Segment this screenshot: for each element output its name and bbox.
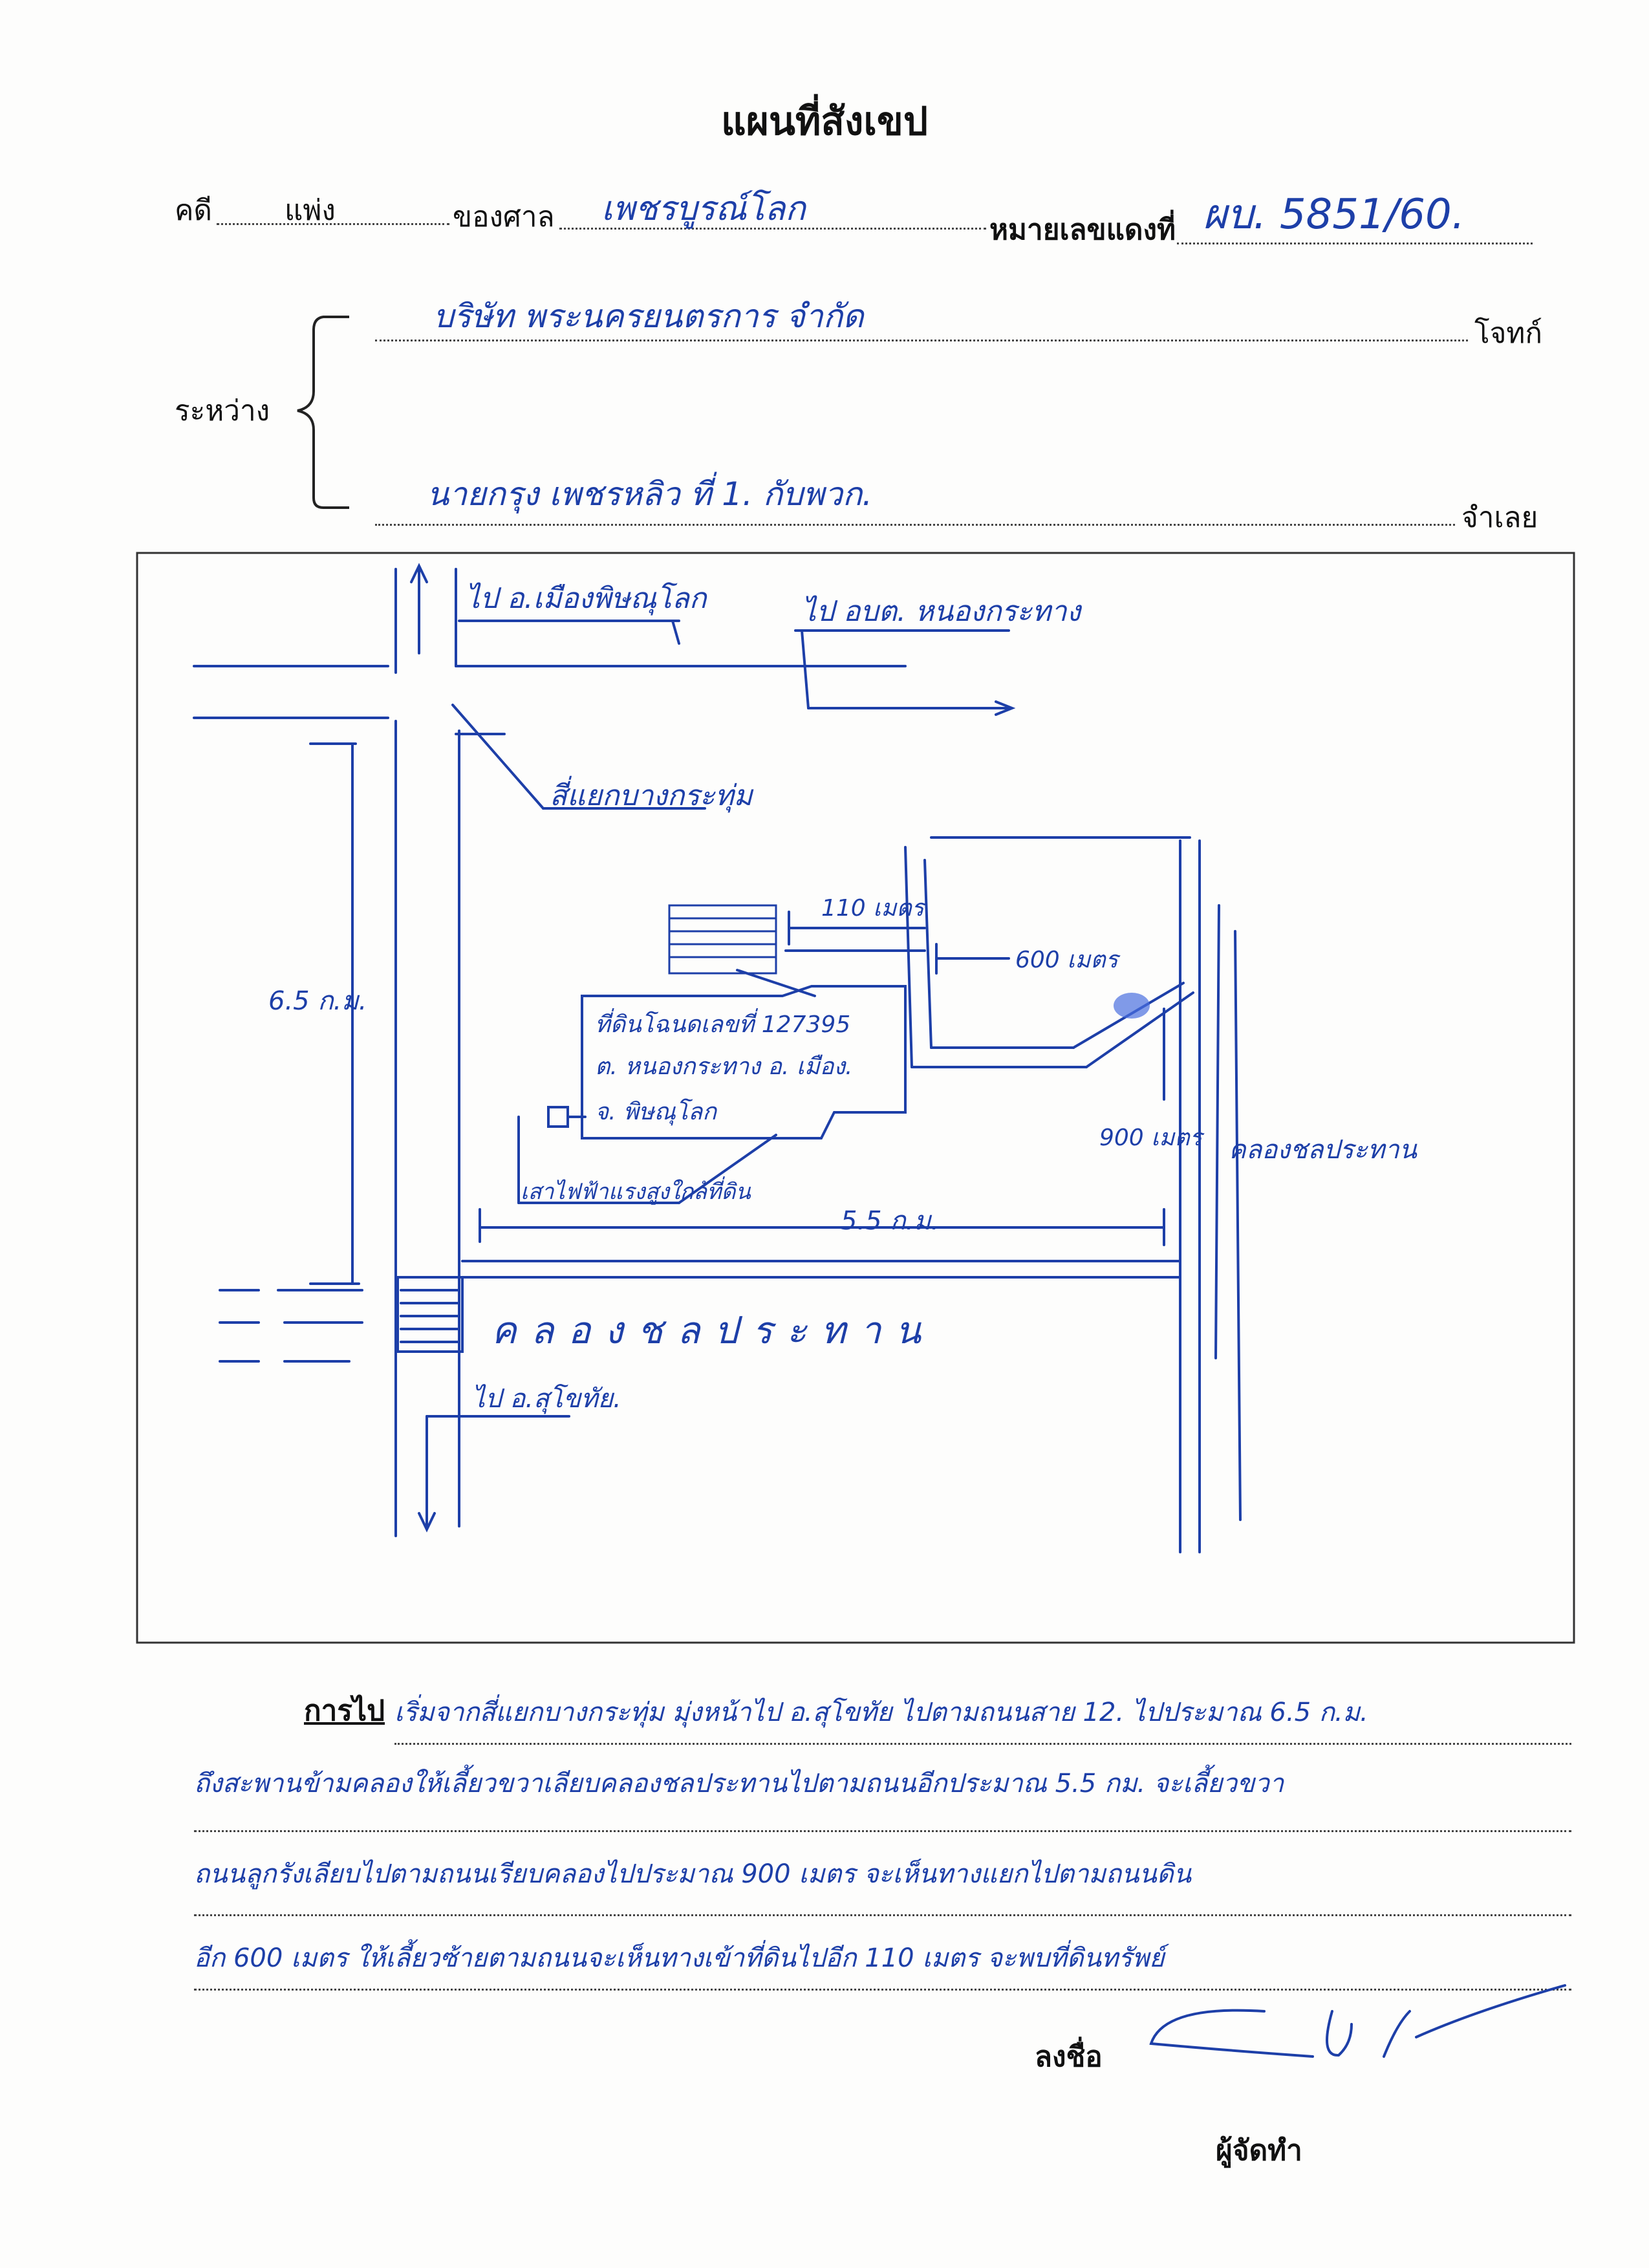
directions-line-1-rule	[394, 1743, 1571, 1745]
label-to-district-south: ไป อ.สุโขทัย.	[472, 1384, 621, 1414]
label-distance-600: 600 เมตร	[1015, 947, 1118, 973]
route-tambon-arrow	[995, 700, 1016, 716]
route-north-tick	[671, 620, 680, 645]
junction-pointer	[451, 704, 544, 810]
case-label: คดี	[175, 194, 213, 227]
directions-line-3: ถนนลูกรังเลียบไปตามถนนเรียบคลองไปประมาณ …	[194, 1859, 1192, 1889]
label-distance-left: 6.5 ก.ม.	[268, 986, 367, 1016]
pole-pointer	[678, 1134, 777, 1204]
handwritten-signature	[1149, 1984, 1566, 2058]
arrow-north-head	[410, 563, 428, 583]
canal-right-4	[1234, 930, 1242, 1521]
label-to-tambon: ไป อบต. หนองกระทาง	[802, 595, 1081, 628]
court-label: ของศาล	[453, 200, 555, 233]
directions-line-1: เริ่มจากสี่แยกบางกระทุ่ม มุ่งหน้าไป อ.สุ…	[394, 1698, 1368, 1727]
defendant-line	[375, 524, 1455, 526]
between-label: ระหว่าง	[175, 394, 270, 427]
canal-right-3	[1214, 904, 1220, 1359]
directions-line-3-rule	[194, 1914, 1571, 1916]
map-frame	[136, 552, 1575, 1644]
label-junction: สี่แยกบางกระทุ่ม	[550, 779, 753, 812]
directions-line-4-rule	[194, 1989, 1571, 1991]
directions-label: การไป	[304, 1694, 385, 1727]
red-number-label: หมายเลขแดงที่	[989, 213, 1176, 246]
plot-label-line3: จ. พิษณุโลก	[595, 1099, 717, 1125]
plaintiff-label: โจทก์	[1474, 317, 1543, 350]
pole-box	[547, 1106, 569, 1128]
label-canal-right: คลองชลประทาน	[1229, 1135, 1417, 1165]
bridge	[396, 1276, 464, 1353]
arrow-south-head	[418, 1512, 436, 1533]
soil-road-diag-2	[1085, 991, 1194, 1068]
case-type: แพ่ง	[285, 194, 336, 227]
plot-label-box	[581, 985, 907, 1139]
label-distance-110: 110 เมตร	[821, 895, 924, 922]
signature-label: ลงชื่อ	[1035, 2040, 1103, 2073]
defendant-label: จำเลย	[1461, 501, 1538, 534]
soil-road-east	[923, 859, 932, 1049]
house-icon	[668, 904, 777, 975]
label-canal-main: คลองชลประทาน	[491, 1308, 935, 1352]
soil-road-west	[904, 846, 913, 1068]
label-to-district-north: ไป อ.เมืองพิษณุโลก	[466, 582, 707, 615]
defendant-name: นายกรุง เพชรหลิว ที่ 1. กับพวก.	[427, 475, 873, 513]
directions-line-2-rule	[194, 1830, 1571, 1832]
route-tambon-down	[801, 629, 810, 709]
page-title: แผนที่สังเขป	[721, 99, 928, 144]
label-distance-900: 900 เมตร	[1099, 1125, 1202, 1151]
signature-role: ผู้จัดทำ	[1216, 2134, 1302, 2167]
between-brace	[297, 316, 349, 509]
ink-smudge	[1114, 993, 1150, 1019]
red-number: ผบ. 5851/60.	[1203, 191, 1465, 239]
plaintiff-line	[375, 340, 1468, 341]
directions-line-4: อีก 600 เมตร ให้เลี้ยวซ้ายตามถนนจะเห็นทา…	[194, 1943, 1165, 1973]
plaintiff-name: บริษัท พระนครยนตรการ จำกัด	[433, 297, 864, 335]
plot-label-line2: ต. หนองกระทาง อ. เมือง.	[595, 1053, 853, 1080]
case-type-line	[217, 223, 449, 225]
plot-label-pointer	[736, 969, 816, 997]
label-pole: เสาไฟฟ้าแรงสูงใกล้ที่ดิน	[521, 1179, 751, 1205]
red-number-line	[1177, 243, 1533, 244]
court-name: เพชรบูรณ์โลก	[601, 189, 806, 228]
court-line	[559, 228, 986, 230]
directions-line-2: ถึงสะพานข้ามคลองให้เลี้ยวขวาเลียบคลองชลป…	[194, 1769, 1284, 1798]
plot-label-line1: ที่ดินโฉนดเลขที่ 127395	[595, 1011, 851, 1038]
label-distance-bottom: 5.5 ก.ม.	[841, 1206, 940, 1236]
